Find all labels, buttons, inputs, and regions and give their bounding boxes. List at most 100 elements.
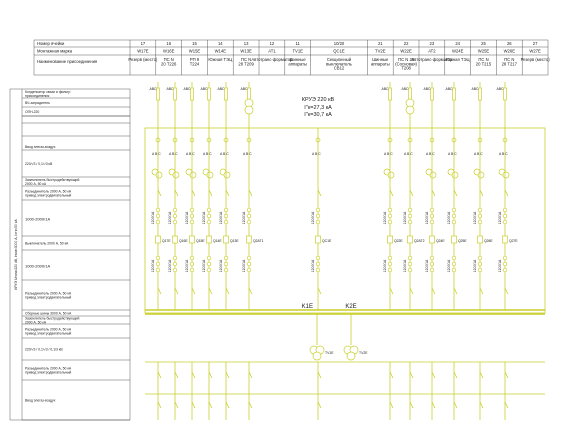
circuit-breaker-icon: [189, 235, 195, 244]
header-cell-name: 20 Т215: [476, 61, 492, 66]
header-cell-name: Резерв (место): [128, 57, 158, 62]
voltage-transformer-icon: [387, 171, 395, 179]
disconnector-icon: [504, 287, 509, 295]
disconnector-icon: [409, 287, 414, 295]
bay-phase-label: ABC: [497, 87, 505, 91]
voltage-transformer-icon: [206, 171, 214, 179]
circuit-breaker-icon: [429, 235, 435, 244]
header-cell-name: ПС N: [241, 57, 251, 62]
coupling-capacitor-icon: [224, 87, 228, 101]
ct-rating-label: 1200/1А: [498, 259, 502, 272]
header-cell-mark: W16E: [163, 49, 175, 54]
header-cell-mark: W15E: [189, 49, 201, 54]
bay-phase-label: A B C: [152, 152, 161, 156]
bay-phase-label: ABC: [201, 87, 209, 91]
current-transformer-icon: [407, 207, 413, 213]
section-label-k1: K1E: [302, 304, 313, 310]
current-transformer-icon: [407, 213, 413, 219]
header-cell-number: 27: [533, 41, 538, 46]
legend-row-text: Сборные шины 3000 А, 50 кА: [25, 312, 72, 316]
header-cell-mark: W22E: [400, 49, 412, 54]
lower-disconnector-icon: [389, 371, 394, 379]
current-transformer-icon: [502, 207, 508, 213]
bay-phase-label: A B C: [426, 152, 435, 156]
legend-row-text: 1000-2000/1А: [25, 264, 50, 269]
legend-row-text: Заземлитель быстродействующий: [25, 317, 79, 321]
header-cell-mark: W27E: [529, 49, 541, 54]
legend-row-text: Ввод элегаз-воздух: [25, 145, 56, 149]
current-transformer-icon: [477, 219, 483, 225]
disconnector-icon: [453, 287, 458, 295]
breaker-label: Q13E: [230, 239, 239, 243]
disconnector-icon: [208, 189, 213, 197]
lower-disconnector-icon: [157, 371, 162, 379]
lower-disconnector-icon: [453, 371, 458, 379]
ct-rating-label: 1200/1А: [168, 259, 172, 272]
circuit-breaker-icon: [387, 235, 393, 244]
ct-rating-label: 1200/1А: [311, 211, 315, 224]
ct-rating-label: 1200/1А: [403, 259, 407, 272]
header-cell-number: 13: [244, 41, 249, 46]
disconnector-icon: [317, 287, 322, 295]
ct-rating-label: 1200/1А: [311, 259, 315, 272]
current-transformer-icon: [155, 207, 161, 213]
current-transformer-icon: [206, 207, 212, 213]
current-transformer-icon: [246, 213, 252, 219]
legend-row-text: 2000 А, 50 кА: [25, 182, 47, 186]
ct-rating-label: 1200/1А: [447, 211, 451, 224]
current-transformer-icon: [387, 213, 393, 219]
disconnector-icon: [431, 189, 436, 197]
current-transformer-icon: [502, 213, 508, 219]
coupling-capacitor-icon: [430, 87, 434, 101]
voltage-transformer-icon: [155, 171, 163, 179]
header-cell-number: 25: [481, 41, 486, 46]
bay-phase-label: A B C: [499, 152, 508, 156]
disconnector-icon: [479, 287, 484, 295]
current-transformer-icon: [407, 261, 413, 267]
ct-rating-label: 1200/1А: [219, 211, 223, 224]
current-transformer-icon: [429, 213, 435, 219]
bus-pt-label: TV1E: [325, 351, 334, 355]
ct-rating-label: 1200/1А: [168, 211, 172, 224]
ct-rating-label: 1200/1А: [425, 259, 429, 272]
header-cell-mark: W14E: [215, 49, 227, 54]
bay-phase-label: A B C: [474, 152, 483, 156]
header-cell-name: выключатель: [326, 61, 353, 66]
ct-rating-label: 1200/1А: [473, 259, 477, 272]
title-line2: I''к=27,3 кА: [304, 105, 332, 111]
header-cell-mark: TV1E: [292, 49, 303, 54]
lower-disconnector-icon: [157, 401, 162, 409]
header-cell-number: 16: [166, 41, 171, 46]
current-transformer-icon: [387, 219, 393, 225]
disconnector-icon: [389, 287, 394, 295]
bay-phase-label: ABC: [472, 87, 480, 91]
header-cell-mark: W26E: [504, 49, 516, 54]
current-transformer-icon: [223, 219, 229, 225]
disconnector-icon: [225, 189, 230, 197]
header-cell-mark: QC1E: [333, 49, 345, 54]
lower-disconnector-icon: [191, 371, 196, 379]
voltage-transformer-icon: [502, 171, 510, 179]
current-transformer-icon: [155, 261, 161, 267]
bay-phase-label: ABC: [218, 87, 226, 91]
current-transformer-icon: [502, 255, 508, 261]
disconnector-icon: [191, 189, 196, 197]
ct-rating-label: 1200/1А: [242, 211, 246, 224]
breaker-label: Q25E: [458, 239, 467, 243]
disconnector-icon: [157, 189, 162, 197]
current-transformer-icon: [477, 267, 483, 273]
header-cell-name: Южная ТЭЦ: [208, 57, 233, 62]
header-cell-name: ПС N 28: [398, 57, 415, 62]
header-cell-name: ПС N: [504, 57, 514, 62]
bus-voltage-transformer-icon: [346, 351, 356, 361]
current-transformer-icon: [206, 261, 212, 267]
ct-rating-label: 1200/1А: [403, 211, 407, 224]
breaker-label: Q27E: [509, 239, 518, 243]
header-cell-name: аппараты: [371, 61, 390, 66]
header-cell-number: 17: [141, 41, 146, 46]
bay-phase-label: A B C: [384, 152, 393, 156]
